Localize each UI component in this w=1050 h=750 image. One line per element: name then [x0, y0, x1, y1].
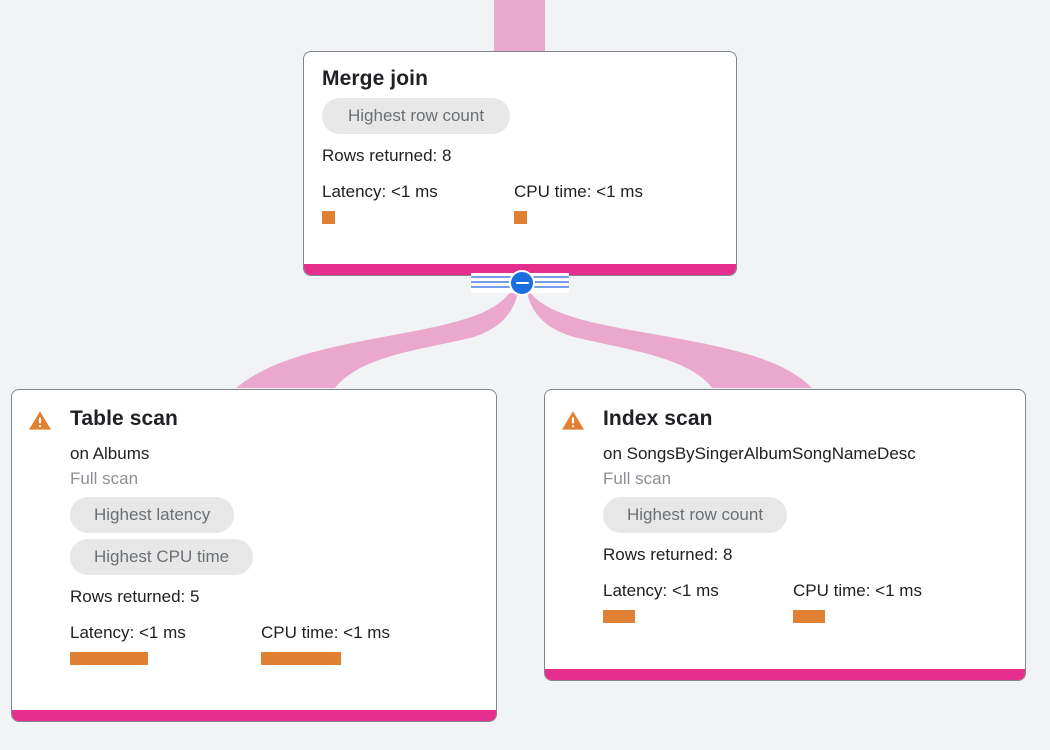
collapse-toggle-button[interactable]	[509, 270, 535, 296]
metric-cpu-time-bar	[261, 652, 341, 665]
edge-merge-to-table-scan	[236, 288, 518, 388]
edge-merge-to-index-scan	[527, 288, 812, 388]
metric-cpu-time: CPU time: <1 ms	[261, 623, 390, 665]
node-header: Merge join	[322, 66, 718, 92]
metric-latency: Latency: <1 ms	[70, 623, 261, 665]
node-header: Table scan on Albums Full scan Highest l…	[28, 406, 480, 665]
node-scan-type: Full scan	[603, 469, 672, 488]
metric-cpu-time: CPU time: <1 ms	[514, 182, 643, 224]
metric-cpu-time-label: CPU time: <1 ms	[514, 182, 643, 201]
chip-row: Highest row count	[322, 98, 718, 140]
node-title: Merge join	[322, 67, 429, 90]
metric-cpu-time: CPU time: <1 ms	[793, 581, 922, 623]
node-title: Index scan	[603, 407, 713, 430]
metric-cpu-time-label: CPU time: <1 ms	[261, 623, 390, 642]
metric-latency-label: Latency: <1 ms	[322, 182, 438, 201]
node-body: Merge join Highest row count Rows return…	[304, 52, 736, 264]
metric-latency-label: Latency: <1 ms	[70, 623, 186, 642]
node-merge-join[interactable]: Merge join Highest row count Rows return…	[303, 51, 737, 276]
warning-triangle-icon	[28, 410, 52, 436]
node-chip-list: Highest latency Highest CPU time	[70, 497, 480, 581]
chip-row: Highest latency	[70, 497, 480, 539]
node-chip-list: Highest row count	[603, 497, 1009, 539]
node-metrics: Latency: <1 ms CPU time: <1 ms	[603, 581, 1009, 623]
node-accent-footer	[304, 264, 736, 275]
chip-highest-latency[interactable]: Highest latency	[70, 497, 235, 533]
node-chip-list: Highest row count	[322, 98, 718, 140]
node-metrics: Latency: <1 ms CPU time: <1 ms	[70, 623, 480, 665]
node-scan-type: Full scan	[70, 469, 139, 488]
metric-latency: Latency: <1 ms	[603, 581, 793, 623]
node-accent-footer	[12, 710, 496, 721]
metric-latency-label: Latency: <1 ms	[603, 581, 719, 600]
rows-returned: Rows returned: 5	[70, 587, 200, 606]
metric-latency-bar	[322, 211, 335, 224]
node-body: Table scan on Albums Full scan Highest l…	[12, 390, 496, 710]
node-header: Index scan on SongsBySingerAlbumSongName…	[561, 406, 1009, 623]
node-metrics: Latency: <1 ms CPU time: <1 ms	[322, 182, 718, 224]
node-header-text: Merge join	[322, 66, 718, 92]
metric-cpu-time-label: CPU time: <1 ms	[793, 581, 922, 600]
rows-returned: Rows returned: 8	[322, 146, 452, 165]
metric-latency: Latency: <1 ms	[322, 182, 514, 224]
chip-highest-row-count[interactable]: Highest row count	[322, 98, 511, 134]
node-header-text: Index scan on SongsBySingerAlbumSongName…	[603, 406, 1009, 623]
node-index-scan[interactable]: Index scan on SongsBySingerAlbumSongName…	[544, 389, 1026, 681]
chip-row: Highest row count	[603, 497, 1009, 539]
node-title: Table scan	[70, 407, 178, 430]
metric-cpu-time-bar	[793, 610, 825, 623]
node-subtitle: on SongsBySingerAlbumSongNameDesc	[603, 444, 916, 463]
rows-returned: Rows returned: 8	[603, 545, 733, 564]
minus-icon	[515, 281, 529, 285]
chip-highest-row-count[interactable]: Highest row count	[603, 497, 788, 533]
node-accent-footer	[545, 669, 1025, 680]
metric-latency-bar	[603, 610, 635, 623]
node-header-text: Table scan on Albums Full scan Highest l…	[70, 406, 480, 665]
metric-cpu-time-bar	[514, 211, 527, 224]
node-body: Index scan on SongsBySingerAlbumSongName…	[545, 390, 1025, 669]
edge-incoming-top	[494, 0, 545, 52]
warning-triangle-icon	[561, 410, 585, 436]
node-table-scan[interactable]: Table scan on Albums Full scan Highest l…	[11, 389, 497, 722]
node-subtitle: on Albums	[70, 444, 150, 463]
chip-highest-cpu-time[interactable]: Highest CPU time	[70, 539, 254, 575]
chip-row: Highest CPU time	[70, 539, 480, 581]
collapse-control[interactable]	[471, 270, 569, 296]
metric-latency-bar	[70, 652, 148, 665]
